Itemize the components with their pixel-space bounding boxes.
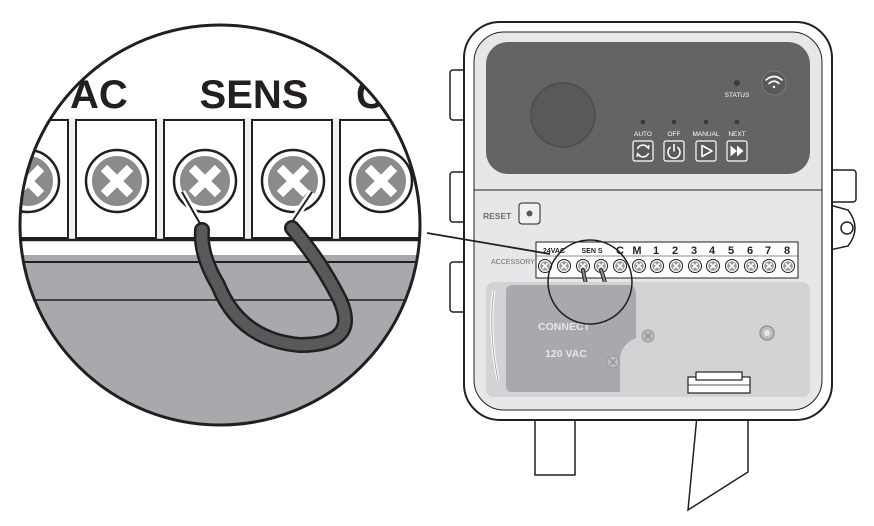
zoom-label-sens: SENS	[200, 73, 309, 117]
panel-button-off[interactable]: OFF	[663, 119, 685, 162]
compartment-screw	[641, 329, 655, 343]
ground-screw	[759, 325, 775, 341]
callout-circle	[547, 239, 633, 325]
reset-label: RESET	[483, 211, 512, 221]
wifi-button[interactable]	[761, 70, 787, 96]
terminal-label-4: 4	[709, 245, 716, 257]
mount-hole	[840, 221, 854, 235]
panel-dial-recess	[530, 82, 596, 148]
reset-button[interactable]	[518, 202, 541, 225]
play-icon	[701, 144, 713, 158]
terminal-label-8: 8	[784, 245, 790, 257]
terminal-label-3: 3	[691, 245, 697, 257]
wifi-icon	[765, 75, 783, 89]
callout-leader-line	[426, 232, 551, 255]
terminal-strip	[535, 241, 799, 279]
terminal-label-m: M	[632, 245, 641, 257]
terminal-label-2: 2	[672, 245, 678, 257]
button-label-auto: AUTO	[634, 131, 652, 138]
cover-latch	[687, 371, 751, 394]
panel-button-auto[interactable]: AUTO	[632, 119, 654, 162]
cover-text-connect: CONNECT	[538, 321, 591, 333]
terminal-labels: 24VAC SEN S C M 1 2 3 4 5 6 7 8	[543, 245, 790, 257]
cover-screw	[606, 355, 620, 369]
button-label-off: OFF	[668, 131, 681, 138]
status-led	[734, 80, 740, 86]
zoom-label-ac: AC	[70, 73, 128, 117]
terminal-label-sens: SEN S	[581, 248, 602, 255]
accessory-label: ACCESSORY	[491, 259, 535, 266]
fast-forward-icon	[730, 145, 744, 157]
button-label-manual: MANUAL	[692, 131, 719, 138]
zoom-magnifier: AC SENS C	[18, 23, 422, 427]
panel-button-next[interactable]: NEXT	[726, 119, 748, 162]
terminal-label-24vac: 24VAC	[543, 248, 565, 255]
cover-text-120vac: 120 VAC	[545, 348, 587, 360]
status-label: STATUS	[725, 92, 750, 99]
button-label-next: NEXT	[728, 131, 745, 138]
terminal-label-1: 1	[653, 245, 659, 257]
power-icon	[667, 143, 681, 159]
terminal-label-7: 7	[765, 245, 771, 257]
transformer-cover	[506, 285, 636, 392]
terminal-label-c: C	[616, 245, 624, 257]
panel-button-manual[interactable]: MANUAL	[692, 119, 720, 162]
terminal-label-5: 5	[728, 245, 734, 257]
terminal-label-6: 6	[747, 245, 753, 257]
controller-body: STATUS AUTO OFF	[449, 21, 857, 512]
sync-icon	[636, 144, 650, 158]
